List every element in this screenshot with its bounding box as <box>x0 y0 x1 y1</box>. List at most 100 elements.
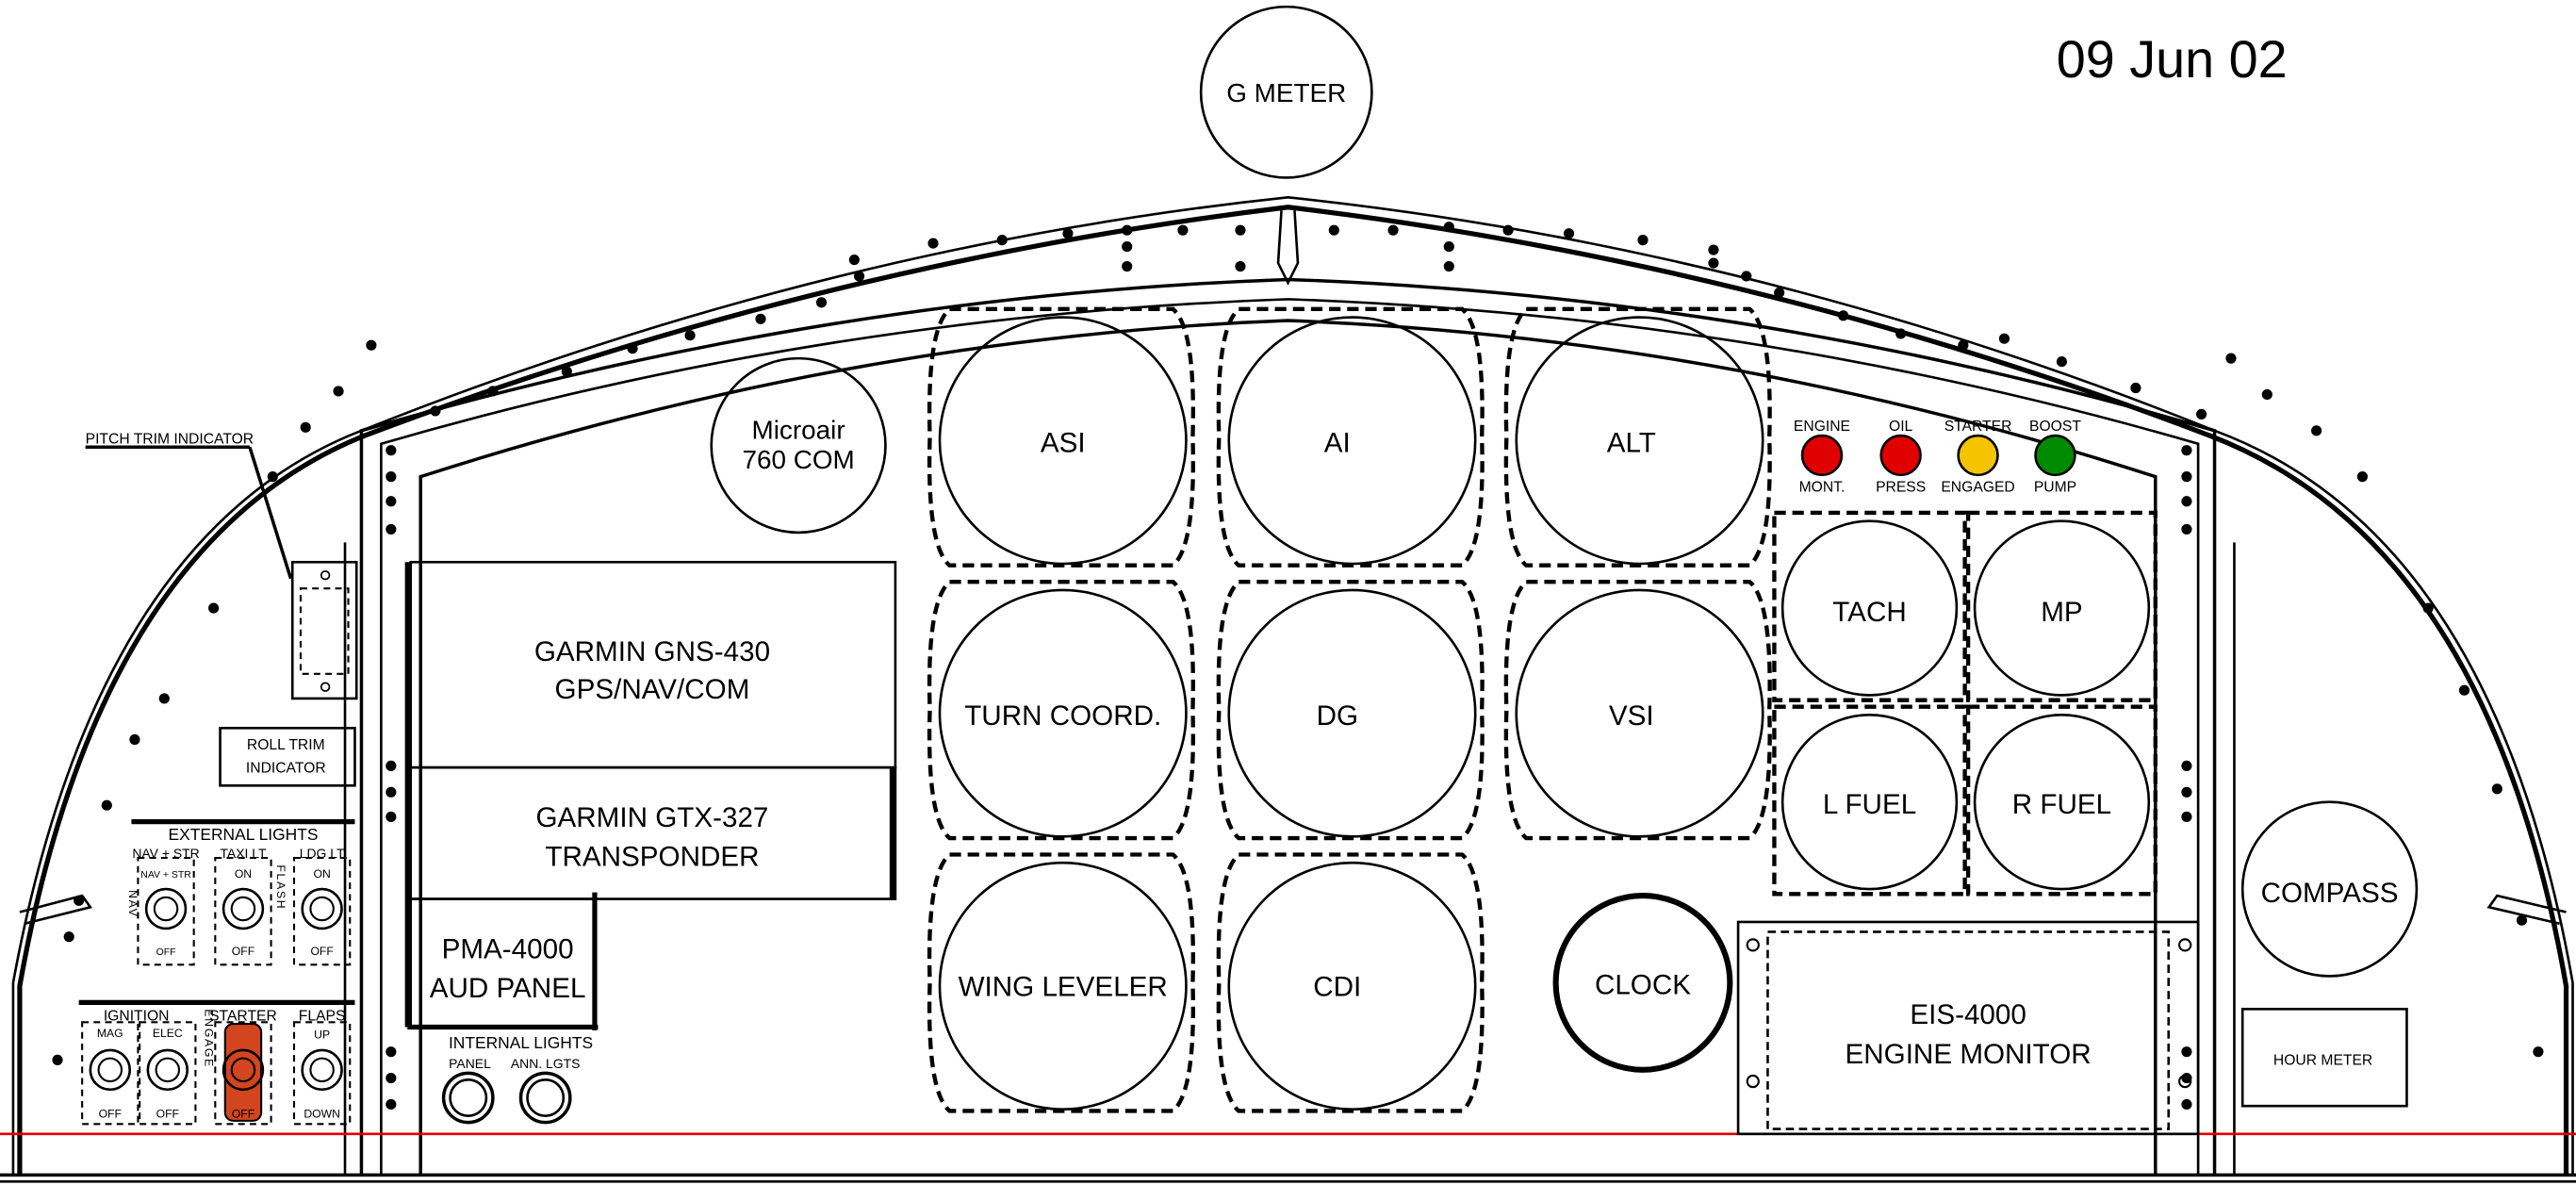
external-lights-title: EXTERNAL LIGHTS <box>168 825 318 844</box>
rivet <box>2356 471 2368 483</box>
rivet <box>1637 235 1649 246</box>
panel-outline <box>0 195 2576 1183</box>
rivet <box>1774 287 1785 298</box>
pitch-trim-indicator: PITCH TRIM INDICATOR <box>86 432 358 700</box>
roll-trim-line2: INDICATOR <box>246 760 326 776</box>
annunciator-lights: ENGINE MONT. OIL PRESS STARTER ENGAGED B… <box>1794 419 2081 495</box>
wing-leveler-gauge: WING LEVELER <box>927 852 1195 1113</box>
alt-label: ALT <box>1607 427 1656 458</box>
rivet <box>386 811 397 822</box>
elec-label: ELEC <box>153 1027 183 1040</box>
rivet <box>1122 260 1133 272</box>
r-fuel-gauge: R FUEL <box>1973 714 2151 891</box>
roll-trim-indicator: ROLL TRIM INDICATOR <box>219 726 356 787</box>
nav-str-label: NAV + STR <box>132 846 199 861</box>
rivet <box>561 366 572 377</box>
gtx-line2: TRANSPONDER <box>545 842 759 873</box>
gns-line1: GARMIN GNS-430 <box>534 636 770 667</box>
rivet <box>300 421 311 433</box>
taxi-lt-switch[interactable]: ON OFF <box>214 856 272 966</box>
rivet <box>1443 260 1454 272</box>
rivet <box>1502 224 1514 236</box>
cdi-label: CDI <box>1313 971 1361 1002</box>
annunciator-boost-bottom: PUMP <box>2034 479 2076 495</box>
rivet <box>1958 339 1969 351</box>
engine-gauges: TACH MP L FUEL R FUEL <box>1772 510 2158 897</box>
rivet <box>1387 224 1399 236</box>
annunciator-oil: OIL PRESS <box>1876 419 1926 495</box>
pma-line1: PMA-4000 <box>442 933 574 964</box>
l-fuel-label: L FUEL <box>1823 789 1916 820</box>
rivet <box>684 330 696 341</box>
rivet <box>996 235 1008 246</box>
rivet <box>1443 222 1454 233</box>
annunciator-starter-top: STARTER <box>1944 419 2012 435</box>
rivet <box>2181 1046 2192 1058</box>
g-meter-label: G METER <box>1226 78 1346 107</box>
rivet <box>430 405 441 417</box>
ldg-off: OFF <box>310 945 333 958</box>
compass-label: COMPASS <box>2261 878 2399 909</box>
rivet <box>755 313 766 324</box>
rivet <box>2181 786 2192 798</box>
rivet <box>1998 333 2010 344</box>
clock-label: CLOCK <box>1595 970 1691 1001</box>
lower-switch-panel: IGNITION STARTER FLAPS MAG OFF ELEC OFF … <box>78 999 355 1126</box>
dg-gauge: DG <box>1216 579 1485 841</box>
starter-guard <box>223 1022 263 1122</box>
rivet <box>129 733 140 746</box>
rivet <box>1235 224 1246 236</box>
ldg-lt-switch[interactable]: ON OFF <box>292 856 352 966</box>
rivet <box>386 1046 397 1058</box>
taxi-on: ON <box>235 867 252 881</box>
gns-line2: GPS/NAV/COM <box>555 674 750 705</box>
microair-line1: Microair <box>752 416 845 445</box>
mp-gauge: MP <box>1973 519 2151 697</box>
compass-gauge: COMPASS <box>2240 800 2419 978</box>
rivet <box>386 760 397 771</box>
rivet <box>52 1054 63 1065</box>
rivet <box>333 386 344 397</box>
elec-switch[interactable]: ELEC OFF <box>139 1021 197 1126</box>
rivet <box>1741 271 1752 282</box>
flaps-switch[interactable]: UP DOWN <box>292 1021 352 1126</box>
starter-switch[interactable]: OFF <box>214 1021 272 1126</box>
mag-label: MAG <box>97 1027 123 1040</box>
ai-label: AI <box>1324 427 1351 458</box>
rivet <box>2458 684 2470 696</box>
panel-light-knob[interactable] <box>441 1071 495 1125</box>
annunciator-starter: STARTER ENGAGED <box>1941 419 2014 495</box>
mag-switch[interactable]: MAG OFF <box>81 1021 139 1126</box>
mag-off: OFF <box>99 1107 122 1120</box>
internal-lights-title: INTERNAL LIGHTS <box>449 1033 593 1052</box>
rivet <box>2311 425 2322 436</box>
annunciator-engine-bottom: MONT. <box>1799 479 1846 495</box>
rivet <box>158 693 170 704</box>
rivet <box>1563 228 1575 239</box>
rivet <box>854 271 865 282</box>
clock-gauge: CLOCK <box>1552 893 1733 1073</box>
annunciator-oil-top: OIL <box>1889 419 1913 435</box>
ann-light-knob[interactable] <box>518 1071 572 1125</box>
flaps-label: FLAPS <box>299 1009 346 1025</box>
rivet <box>1177 224 1189 236</box>
microair-line2: 760 COM <box>742 445 854 474</box>
rivet <box>1708 244 1719 255</box>
asi-gauge: ASI <box>927 306 1195 568</box>
rivet <box>2181 811 2192 822</box>
flaps-up: UP <box>314 1029 330 1042</box>
garmin-gtx-327: GARMIN GTX-327 TRANSPONDER <box>409 765 897 900</box>
hour-meter-label: HOUR METER <box>2273 1053 2372 1069</box>
rivet <box>1062 228 1074 239</box>
tach-gauge: TACH <box>1780 519 1959 697</box>
nav-str-switch[interactable]: NAV + STR OFF <box>137 856 195 966</box>
rivet <box>1328 224 1339 236</box>
ignition-label: IGNITION <box>104 1009 170 1025</box>
rivet <box>386 1072 397 1084</box>
roll-trim-line1: ROLL TRIM <box>247 737 325 753</box>
vsi-gauge: VSI <box>1503 579 1772 841</box>
nav-str-off: OFF <box>156 947 176 958</box>
flaps-down: DOWN <box>304 1107 340 1120</box>
eis-4000-monitor: EIS-4000 ENGINE MONITOR <box>1736 920 2200 1136</box>
